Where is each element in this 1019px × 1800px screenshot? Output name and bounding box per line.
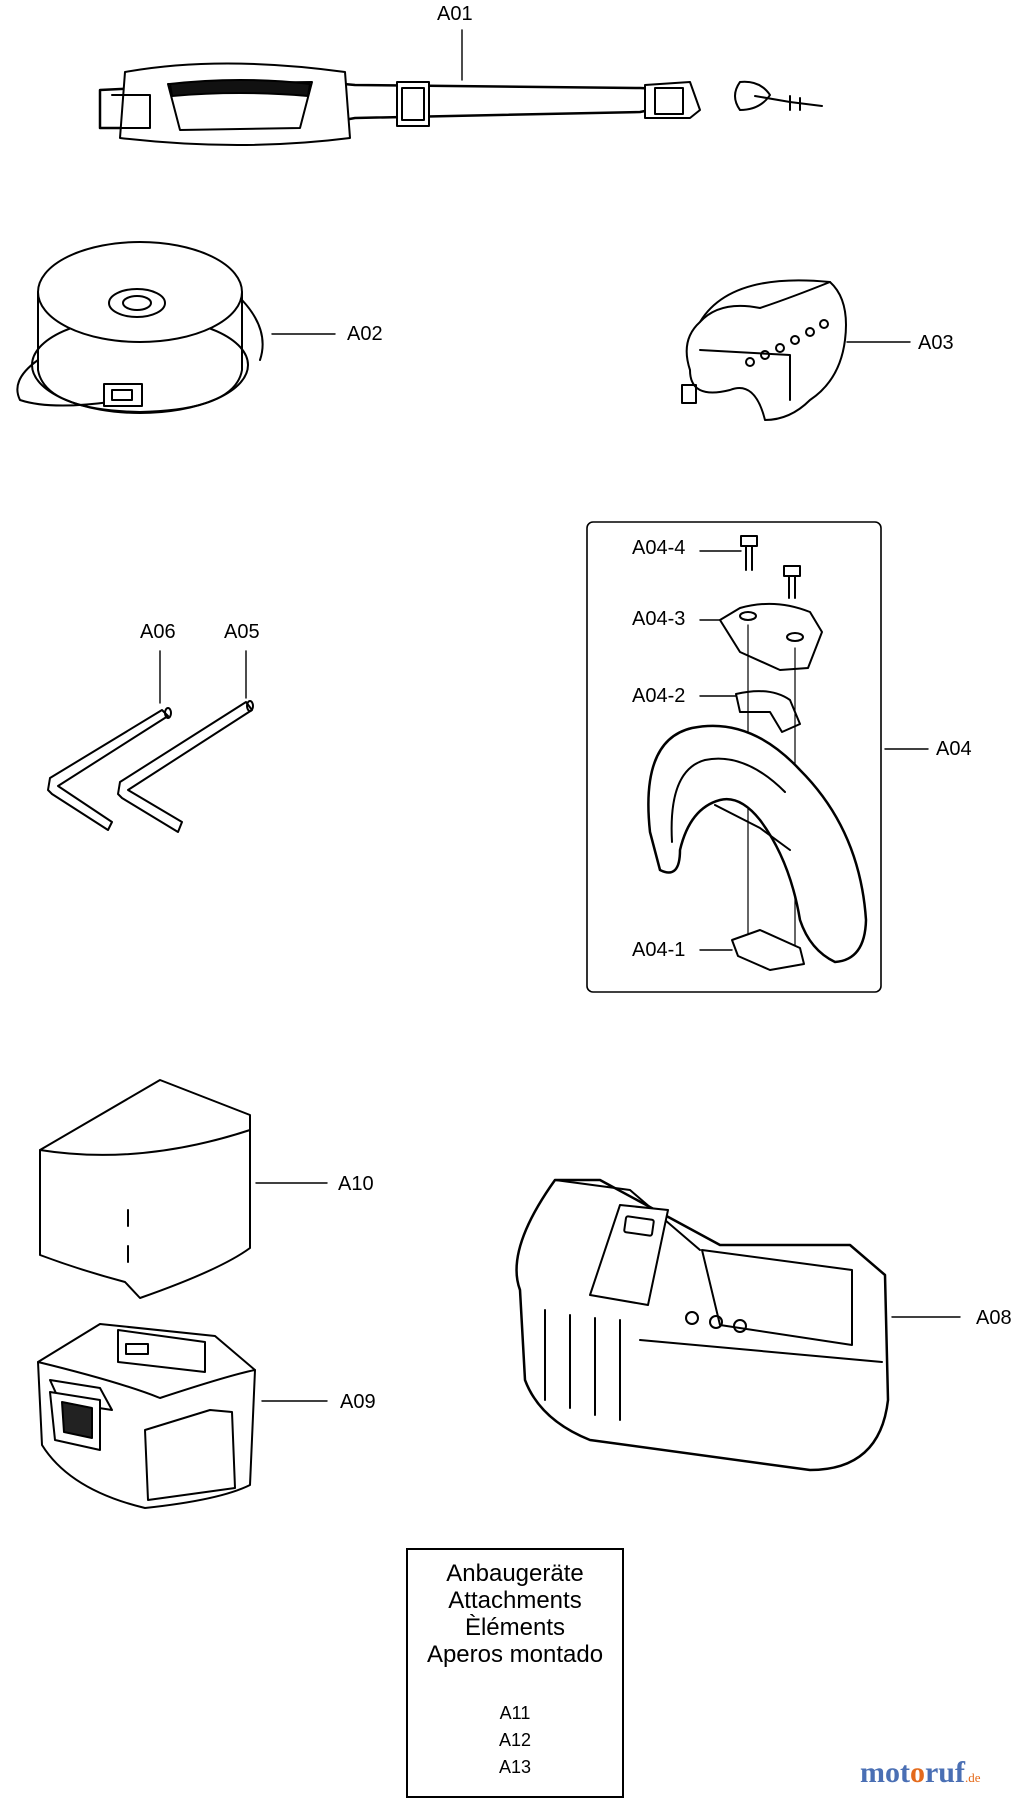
attachments-legend: Anbaugeräte Attachments Èléments Aperos … [406,1548,624,1798]
legend-code-a12[interactable]: A12 [498,1730,532,1750]
callout-a02[interactable]: A02 [347,323,383,345]
trimmer-head-drawing [16,241,264,414]
leader-lines [159,29,961,1402]
legend-title-en: Attachments [448,1587,582,1614]
legend-title-de: Anbaugeräte [446,1560,584,1587]
brand-part-1: mot [860,1756,910,1789]
callout-a09[interactable]: A09 [340,1391,376,1413]
hex-keys-drawing [47,700,254,833]
legend-code-a13[interactable]: A13 [498,1757,532,1777]
shoulder-strap-drawing [98,62,823,146]
callout-a04-2[interactable]: A04-2 [632,685,686,707]
face-shield-drawing [681,279,847,421]
brand-suffix: .de [964,1770,981,1785]
brand-part-3: ruf [924,1756,965,1789]
legend-title: Anbaugeräte Attachments Èléments Aperos … [408,1560,622,1668]
legend-codes: A11 A12 A13 [408,1700,622,1781]
callout-a04-3[interactable]: A04-3 [632,608,686,630]
brand-logo: motoruf.de [860,1756,981,1795]
legend-title-es: Aperos montado [426,1641,604,1668]
battery-drawing [37,1323,256,1509]
callout-a05[interactable]: A05 [224,621,260,643]
callout-a04-4[interactable]: A04-4 [632,537,686,559]
legend-code-a11[interactable]: A11 [499,1703,531,1723]
charger-drawing [515,1178,890,1472]
legend-title-fr: Èléments [464,1614,566,1641]
callout-a04-1[interactable]: A04-1 [632,939,686,961]
battery-cover-drawing [39,1079,251,1299]
handle-assembly-drawing [586,521,882,993]
brand-part-2: o [909,1756,925,1789]
callout-a03[interactable]: A03 [918,332,954,354]
callout-a10[interactable]: A10 [338,1173,374,1195]
callout-a06[interactable]: A06 [140,621,176,643]
callout-a01[interactable]: A01 [437,3,473,25]
callout-a08[interactable]: A08 [976,1307,1012,1329]
callout-a04[interactable]: A04 [936,738,972,760]
